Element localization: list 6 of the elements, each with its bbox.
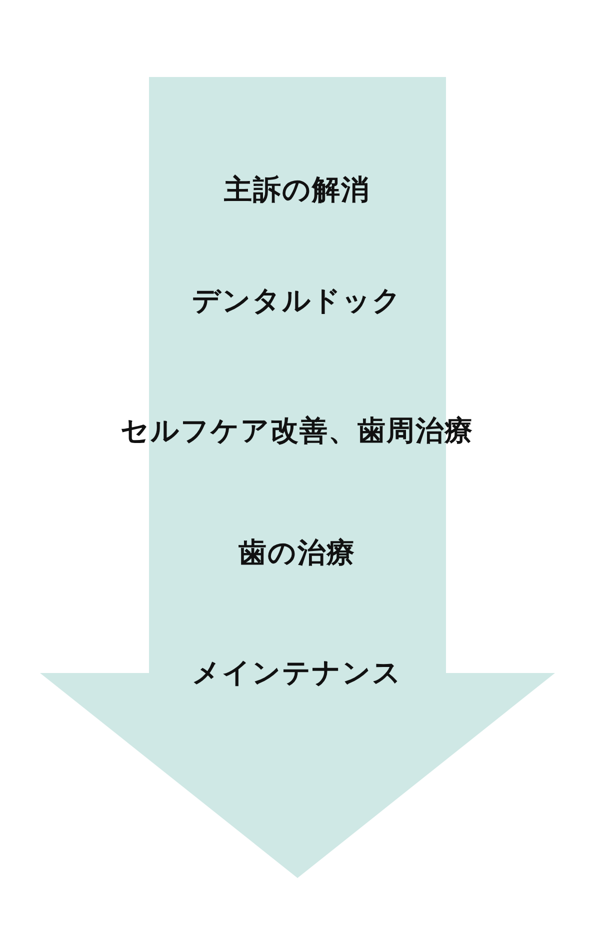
down-arrow-shape [40, 77, 555, 878]
step-label: セルフケア改善、歯周治療 [120, 414, 474, 448]
step-label: デンタルドック [192, 284, 402, 318]
step-label: メインテナンス [192, 656, 402, 690]
step-label: 主訴の解消 [224, 173, 370, 207]
step-label: 歯の治療 [238, 536, 356, 570]
